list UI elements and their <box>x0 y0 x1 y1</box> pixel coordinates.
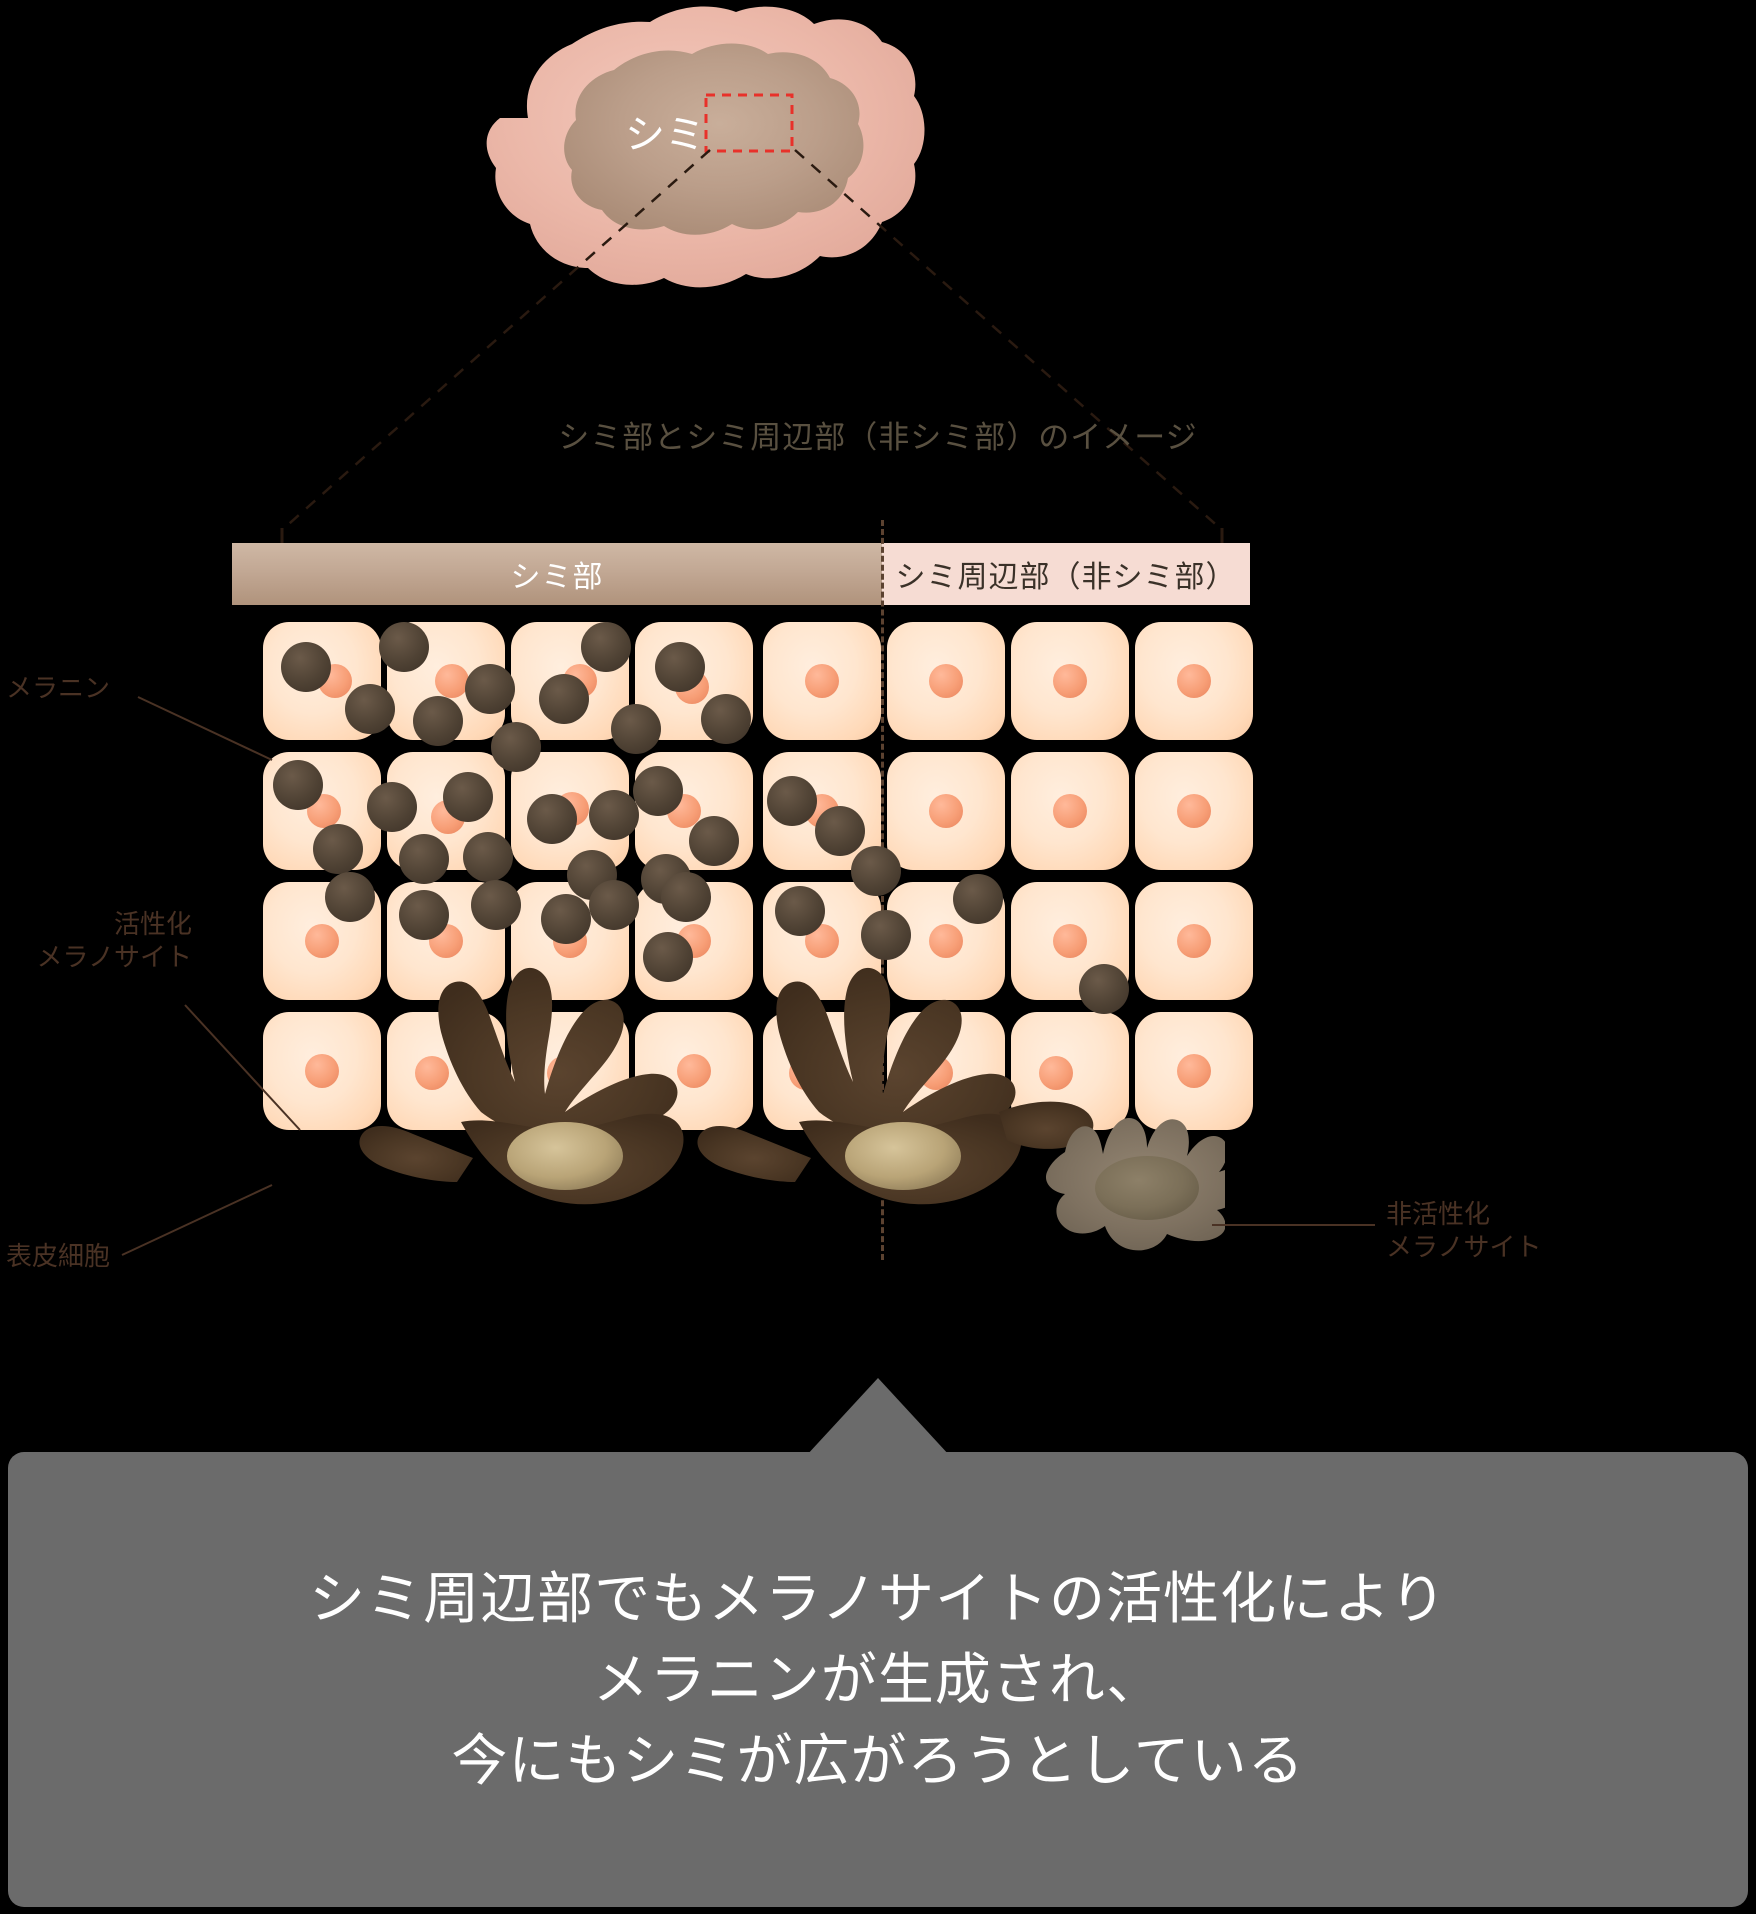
melanin-granule <box>589 880 639 930</box>
melanin-granule <box>851 846 901 896</box>
nucleus <box>929 924 963 958</box>
melanin-granule <box>581 622 631 672</box>
melanin-granule <box>539 674 589 724</box>
header-spot-area: シミ部 <box>232 543 882 605</box>
label-inactive-melanocyte: 非活性化 メラノサイト <box>1386 1198 1541 1263</box>
melanin-granule <box>281 642 331 692</box>
nucleus <box>305 924 339 958</box>
nucleus <box>1053 664 1087 698</box>
melanin-granule <box>655 642 705 692</box>
callout-line-1: シミ周辺部でもメラノサイトの活性化により <box>309 1566 1447 1630</box>
header-peripheral-area: シミ周辺部（非シミ部） <box>882 543 1250 605</box>
nucleus <box>789 1056 823 1090</box>
melanin-granule <box>643 932 693 982</box>
nucleus <box>435 664 469 698</box>
melanin-granule <box>527 794 577 844</box>
nucleus <box>1053 924 1087 958</box>
region-header-bar: シミ部 シミ周辺部（非シミ部） <box>232 543 1250 605</box>
diagram-caption: シミ部とシミ周辺部（非シミ部）のイメージ <box>558 420 1198 455</box>
callout-pointer <box>806 1378 950 1456</box>
melanin-granule <box>463 832 513 882</box>
nucleus <box>677 1054 711 1088</box>
melanin-granule <box>471 880 521 930</box>
melanin-granule <box>541 894 591 944</box>
melanin-granule <box>589 790 639 840</box>
melanin-granule <box>399 834 449 884</box>
melanin-granule <box>775 886 825 936</box>
spot-label: シミ <box>625 113 705 157</box>
melanin-granule <box>325 872 375 922</box>
melanin-granule <box>633 766 683 816</box>
spot-inner-shape <box>564 43 864 235</box>
melanin-granule <box>661 872 711 922</box>
label-melanin: メラニン <box>6 673 111 703</box>
nucleus <box>1039 1056 1073 1090</box>
nucleus <box>547 1056 581 1090</box>
nucleus <box>919 1056 953 1090</box>
nucleus <box>415 1056 449 1090</box>
melanin-granule <box>465 664 515 714</box>
nucleus <box>1177 794 1211 828</box>
melanin-granule <box>689 816 739 866</box>
label-epidermal-cell: 表皮細胞 <box>6 1241 111 1271</box>
nucleus <box>929 794 963 828</box>
nucleus <box>1053 794 1087 828</box>
label-inactive-melanocyte-line1: 非活性化 <box>1386 1199 1491 1229</box>
callout-line-2: メラニンが生成され、 <box>592 1647 1164 1711</box>
melanin-granule <box>379 622 429 672</box>
spot-svg: シミ <box>486 6 925 288</box>
melanin-granule <box>953 874 1003 924</box>
melanin-granule <box>367 782 417 832</box>
nucleus <box>1177 924 1211 958</box>
melanin-granule <box>861 910 911 960</box>
nucleus <box>805 664 839 698</box>
label-active-melanocyte-line1: 活性化 <box>113 909 192 939</box>
label-active-melanocyte-line2: メラノサイト <box>36 941 192 972</box>
melanin-granule <box>413 696 463 746</box>
melanin-granule <box>1079 964 1129 1014</box>
melanin-granule <box>313 824 363 874</box>
melanin-granule <box>767 776 817 826</box>
skin-spot-illustration: シミ <box>400 0 980 320</box>
nucleus <box>1177 1054 1211 1088</box>
nucleus <box>929 664 963 698</box>
melanin-granule <box>345 684 395 734</box>
selection-box <box>704 93 794 153</box>
callout-line-3: 今にもシミが広がろうとしている <box>451 1729 1305 1793</box>
melanin-granule <box>273 760 323 810</box>
label-inactive-melanocyte-line2: メラノサイト <box>1386 1231 1542 1262</box>
melanin-granule <box>611 704 661 754</box>
melanin-granule <box>399 890 449 940</box>
summary-callout: シミ周辺部でもメラノサイトの活性化により メラニンが生成され、 今にもシミが広が… <box>8 1452 1748 1907</box>
nucleus <box>305 1054 339 1088</box>
melanin-granule <box>701 694 751 744</box>
melanin-granule <box>815 806 865 856</box>
label-active-melanocyte: 活性化 メラノサイト <box>0 908 192 973</box>
nucleus <box>1177 664 1211 698</box>
epidermis-cell-grid <box>263 622 1253 1262</box>
melanin-granule <box>443 772 493 822</box>
melanin-granule <box>491 722 541 772</box>
